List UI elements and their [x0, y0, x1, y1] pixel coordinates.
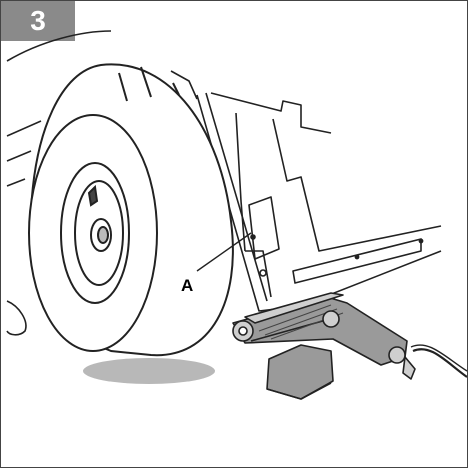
ground-shadow: [83, 358, 215, 384]
callout-label-a: A: [181, 276, 193, 295]
scissor-jack: [232, 292, 467, 400]
wheel-and-tire: [28, 63, 234, 357]
step-number-badge: 3: [1, 1, 75, 41]
callout-leader-line: [196, 232, 252, 272]
vehicle-frame-left: [6, 30, 198, 336]
chassis-panel: [196, 92, 442, 312]
